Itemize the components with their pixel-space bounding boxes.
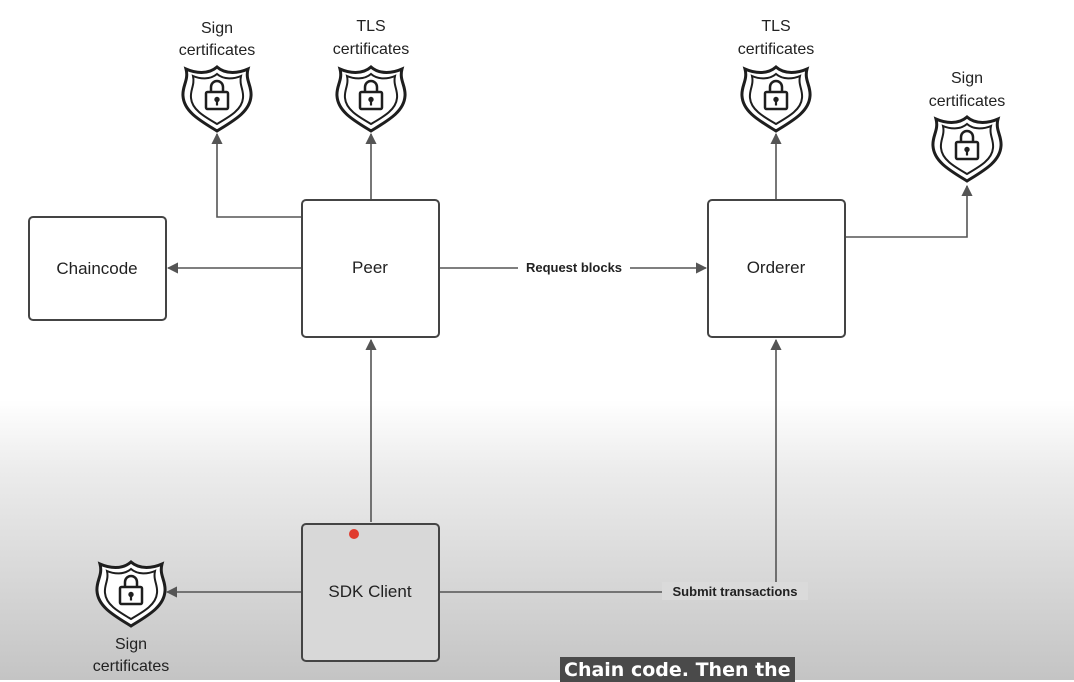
shield-lock-icon [95, 560, 167, 628]
cert-subtitle: certificates [738, 41, 814, 58]
client-to-orderer-arrow [440, 338, 782, 593]
connectors [165, 132, 973, 598]
sdk-client-label: SDK Client [328, 582, 411, 601]
shield-lock-icon [931, 115, 1003, 183]
chaincode-node[interactable]: Chaincode [28, 216, 167, 321]
shield-lock-icon [181, 65, 253, 133]
cert-title: TLS [356, 18, 385, 35]
request-blocks-label: Request blocks [526, 260, 622, 275]
peer-node[interactable]: Peer [301, 199, 440, 338]
shield-lock-icon [335, 65, 407, 133]
cert-subtitle: certificates [929, 93, 1005, 110]
client-sign-certificate: Sign certificates [93, 560, 169, 675]
peer-sign-certificate: Sign certificates [179, 20, 255, 133]
cert-subtitle: certificates [179, 42, 255, 59]
video-caption: Chain code. Then the [560, 657, 795, 682]
shield-lock-icon [740, 65, 812, 133]
orderer-tls-certificate: TLS certificates [738, 18, 814, 133]
red-pointer-dot [349, 529, 359, 539]
cert-subtitle: certificates [333, 41, 409, 58]
submit-transactions-label: Submit transactions [673, 584, 798, 599]
sdk-client-node[interactable]: SDK Client [301, 523, 440, 662]
cert-title: Sign [951, 70, 983, 87]
orderer-label: Orderer [747, 258, 806, 277]
orderer-to-sign-cert-arrow [846, 184, 973, 238]
chaincode-label: Chaincode [56, 259, 137, 278]
peer-label: Peer [352, 258, 388, 277]
submit-transactions-label-bg [662, 582, 808, 600]
cert-subtitle: certificates [93, 658, 169, 675]
peer-to-sign-cert-arrow [211, 132, 302, 218]
cert-title: Sign [115, 636, 147, 653]
cert-title: Sign [201, 20, 233, 37]
peer-tls-certificate: TLS certificates [333, 18, 409, 133]
orderer-sign-certificate: Sign certificates [929, 70, 1005, 183]
cert-title: TLS [761, 18, 790, 35]
orderer-node[interactable]: Orderer [707, 199, 846, 338]
request-blocks-label-bg [518, 259, 630, 276]
